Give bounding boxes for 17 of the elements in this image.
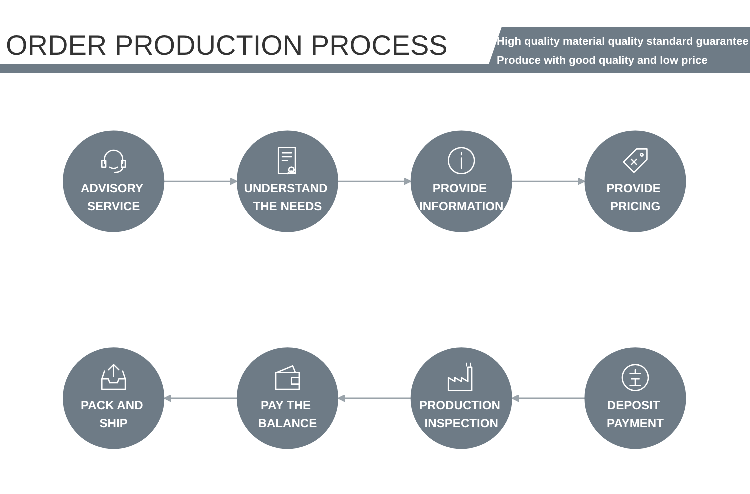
tagline: Produce with good quality and low price bbox=[497, 55, 708, 67]
arrow bbox=[164, 178, 238, 186]
node-circle: PAY THE BALANCE bbox=[237, 348, 339, 450]
node-circle: UNDERSTAND THE NEEDS bbox=[237, 130, 339, 232]
arrow bbox=[512, 394, 586, 402]
arrow bbox=[338, 178, 412, 186]
node-circle: ADVISORY SERVICE bbox=[63, 130, 165, 232]
node-circle: PROVIDE INFORMATION bbox=[411, 130, 513, 232]
node-circle: PRODUCTION INSPECTION bbox=[411, 348, 513, 450]
arrow bbox=[512, 178, 586, 186]
arrow bbox=[164, 394, 238, 402]
node-circle: PROVIDE PRICING bbox=[585, 130, 687, 232]
tagline: High quality material quality standard guarantee bbox=[497, 36, 749, 48]
arrow bbox=[338, 394, 412, 402]
node-circle: PACK AND SHIP bbox=[63, 348, 165, 450]
node-circle: DEPOSIT PAYMENT bbox=[585, 348, 687, 450]
title: ORDER PRODUCTION PROCESS bbox=[6, 30, 448, 62]
